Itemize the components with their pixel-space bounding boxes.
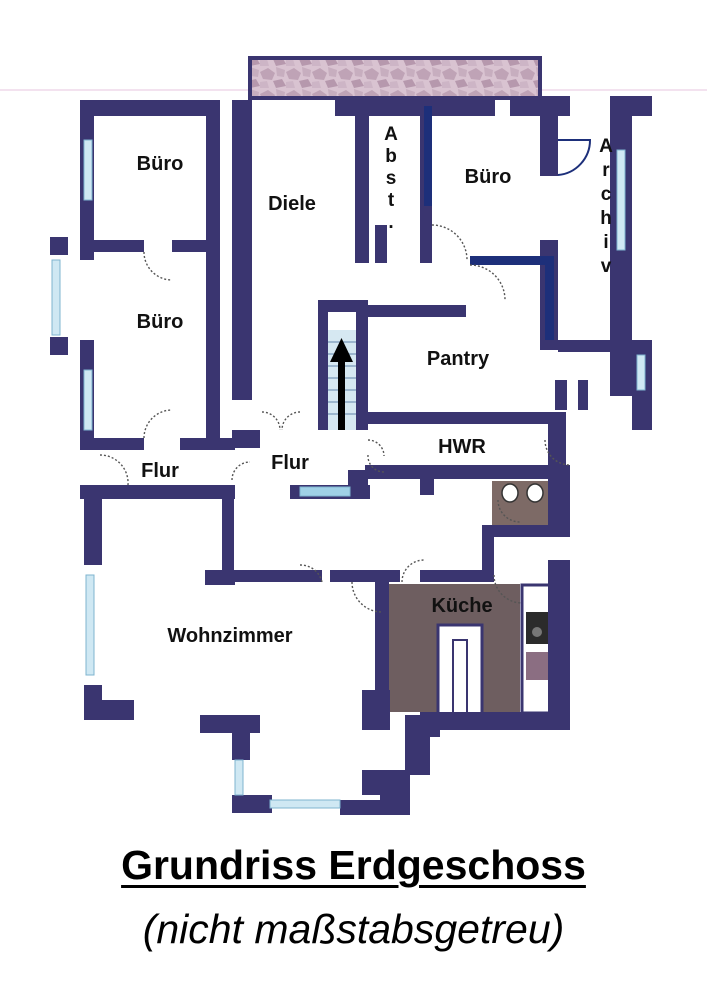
room-label-buero-top-right: Büro	[465, 166, 512, 188]
vertical-label-letter: r	[602, 160, 610, 181]
plan-subtitle: (nicht maßstabsgetreu)	[142, 906, 565, 952]
vertical-label-letter: b	[385, 146, 397, 167]
archiv-door-arc	[557, 139, 592, 176]
windows	[51, 139, 646, 809]
plan-title: Grundriss Erdgeschoss	[121, 842, 586, 888]
vertical-label-letter: c	[601, 184, 612, 205]
vertical-label-letter: A	[599, 136, 613, 157]
walls	[50, 96, 652, 815]
room-label-wohnzimmer: Wohnzimmer	[167, 625, 292, 647]
room-label-buero-top-left: Büro	[137, 153, 184, 175]
room-label-hwr: HWR	[438, 436, 486, 458]
vertical-label-letter: h	[600, 208, 612, 229]
vertical-label-letter: A	[384, 124, 398, 145]
vertical-label-letter: v	[601, 256, 612, 277]
vertical-label-letter: i	[603, 232, 608, 253]
room-label-flur-left: Flur	[141, 460, 179, 482]
vertical-label-letter: t	[388, 190, 395, 211]
vertical-label-letter: s	[386, 168, 397, 189]
room-label-diele: Diele	[268, 193, 316, 215]
bathroom-fixtures	[492, 481, 550, 529]
room-label-pantry: Pantry	[427, 348, 490, 370]
room-label-flur-mid: Flur	[271, 452, 309, 474]
room-label-buero-mid-left: Büro	[137, 311, 184, 333]
door-swings	[99, 224, 571, 613]
room-label-kueche: Küche	[431, 595, 492, 617]
terrace	[248, 56, 542, 100]
stair-direction-arrow	[330, 338, 353, 430]
vertical-label-letter: .	[388, 212, 393, 233]
kitchen-counter	[520, 583, 554, 715]
accent-partitions	[424, 106, 554, 340]
